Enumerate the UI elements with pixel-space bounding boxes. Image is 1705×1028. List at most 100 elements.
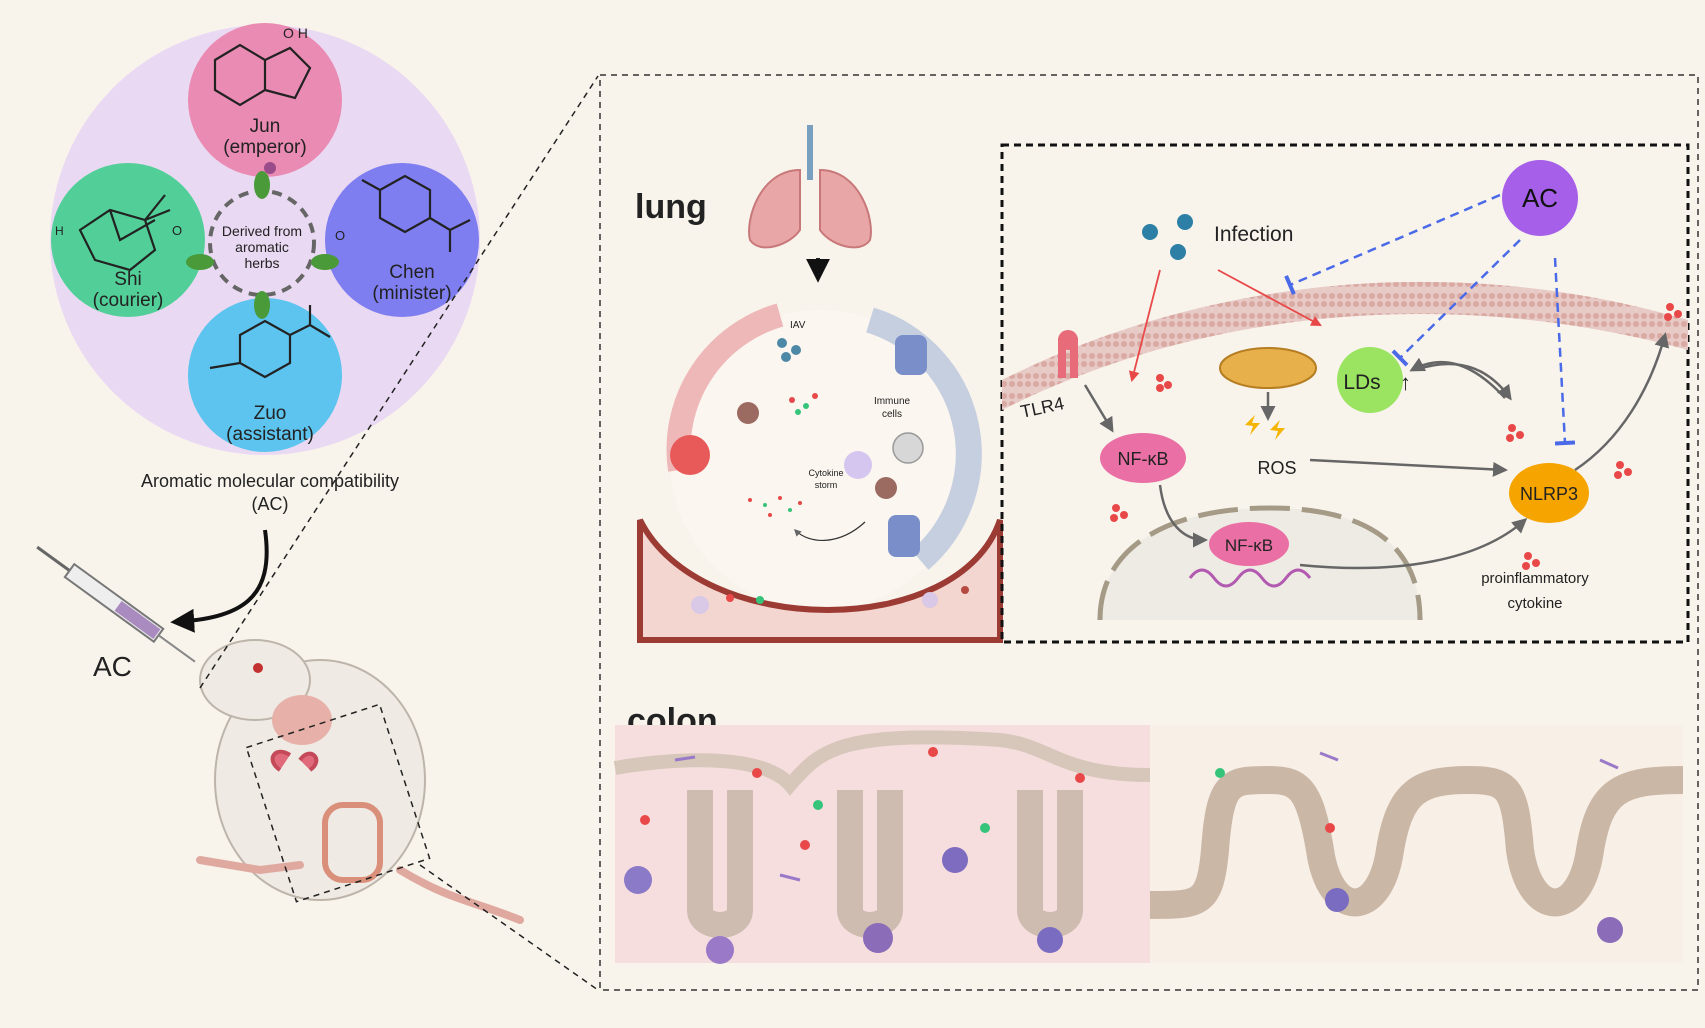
colon-cytokine-dots <box>640 747 1335 850</box>
chen-o-label: O <box>335 228 345 243</box>
lung-organ-icon <box>748 125 872 249</box>
zuo-molecule-icon <box>209 305 331 379</box>
herb-shi-name: Shi <box>114 269 141 290</box>
jun-molecule-icon <box>213 43 312 107</box>
nlrp3-lds-arrow <box>1409 357 1506 399</box>
immune-cells-label-line2: cells <box>882 409 902 420</box>
mouse-lung-icon <box>270 749 319 772</box>
capillary-vessel <box>637 518 1003 643</box>
nlrp3-secretion-arrow <box>1574 332 1670 472</box>
mouse-zoom-box <box>245 703 431 903</box>
herb-shi-role: (courier) <box>93 290 164 311</box>
epithelial-cell-icon-2 <box>888 515 920 557</box>
mitochondria-icon <box>1219 347 1317 389</box>
lds-label: LDs <box>1343 371 1380 394</box>
syringe-icon <box>36 545 196 663</box>
nfkb-nucleus-node <box>1209 522 1289 566</box>
lung-section: lung IAV Immune cells Cytokine storm <box>635 125 1003 643</box>
mouse-illustration <box>196 639 524 924</box>
infected-cell <box>670 435 710 475</box>
ac-inhibit-infection-line <box>1284 193 1501 295</box>
formula-background-circle <box>50 25 480 455</box>
herb-chen: O Chen (minister) <box>325 163 479 317</box>
nfkb-cytoplasm-node <box>1100 433 1186 483</box>
immune-cells-label-line1: Immune <box>874 396 911 407</box>
jun-oh-label: O H <box>283 25 308 41</box>
immune-cell-icon <box>892 432 924 464</box>
inflamed-crypts <box>613 730 1151 796</box>
nfkb-translocation-arrow <box>1158 484 1208 548</box>
herb-chen-circle <box>325 163 479 317</box>
zoom-line-bottom <box>419 864 599 991</box>
nfkb-cytoplasm-label: NF-κB <box>1118 449 1169 469</box>
mouse-eye <box>253 663 263 673</box>
herb-shi: O H Shi (courier) <box>51 163 205 317</box>
herb-zuo-circle <box>188 298 342 452</box>
herb-jun: O H Jun (emperor) <box>188 23 342 177</box>
formula-panel: O H Jun (emperor) O Chen (minister) O H … <box>50 23 480 633</box>
center-text-line3: herbs <box>244 255 279 271</box>
macrophage-icon <box>737 402 759 424</box>
ac-dose-label: AC <box>93 651 132 682</box>
zoom-line-top <box>199 75 599 689</box>
infection-label: Infection <box>1214 223 1293 246</box>
lds-increase-arrow: ↑ <box>1400 370 1411 395</box>
shi-h-label: H <box>55 224 64 238</box>
herb-jun-role: (emperor) <box>223 137 306 158</box>
cytokine-storm-label-line2: storm <box>815 480 838 490</box>
cytokine-dot-clusters <box>1110 303 1682 570</box>
dna-icon <box>1188 568 1312 588</box>
infection-virus-icons <box>1142 214 1193 260</box>
nfkb-to-nlrp3-arrow <box>1299 518 1528 570</box>
lung-title: lung <box>635 188 707 226</box>
nfkb-nucleus-label: NF-κB <box>1225 536 1273 555</box>
herb-sprig-icons <box>186 162 339 319</box>
ros-label: ROS <box>1257 458 1296 478</box>
ac-node-label: AC <box>1522 183 1558 213</box>
ac-inhibit-nlrp3-line <box>1553 257 1576 446</box>
ros-lightning-icon <box>1245 415 1285 440</box>
epithelial-cell-icon <box>895 335 927 375</box>
herb-chen-role: (minister) <box>372 283 451 304</box>
nlrp3-node <box>1509 463 1589 523</box>
infection-to-lds-arrow <box>1217 269 1322 327</box>
macrophage-icon-2 <box>875 477 897 499</box>
mouse-ear <box>272 695 332 745</box>
proinflammatory-label: proinflammatory <box>1481 570 1589 587</box>
formula-caption-line1: Aromatic molecular compatibility <box>141 471 399 491</box>
herb-jun-name: Jun <box>250 116 281 137</box>
blood-cells <box>691 586 969 614</box>
ac-node <box>1502 160 1578 236</box>
neutrophil-icon <box>844 451 872 479</box>
herb-chen-name: Chen <box>389 262 434 283</box>
lds-nlrp3-arrow <box>1414 362 1512 401</box>
zoom-panel-frame <box>599 74 1699 991</box>
ros-to-nlrp3-arrow <box>1309 458 1508 477</box>
colon-section: colon <box>613 702 1684 964</box>
pathway-diagram: Infection AC TLR4 NF-κB NF-κB ROS LDs ↑ … <box>1002 160 1688 621</box>
formula-to-syringe-arrow <box>170 529 269 633</box>
shi-o-label: O <box>172 223 182 238</box>
formula-caption-line2: (AC) <box>252 494 289 514</box>
lds-node <box>1337 347 1403 413</box>
herb-zuo-name: Zuo <box>254 403 287 424</box>
ac-inhibit-lds-line <box>1391 239 1521 367</box>
center-text-line2: aromatic <box>235 239 289 255</box>
tlr4-receptor-icon <box>1058 330 1078 378</box>
chen-molecule-icon <box>361 174 471 252</box>
herb-zuo: Zuo (assistant) <box>188 298 342 452</box>
mouse-tail <box>396 866 524 924</box>
inflamed-crypt-walls <box>687 790 1083 938</box>
center-text-line1: Derived from <box>222 223 302 239</box>
shi-molecule-icon <box>78 194 171 272</box>
herb-shi-circle <box>51 163 205 317</box>
mouse-colon-icon <box>322 802 383 883</box>
tlr4-to-nfkb-arrow <box>1083 384 1114 433</box>
nlrp3-label: NLRP3 <box>1520 484 1578 504</box>
bacteria-icons <box>674 751 1619 882</box>
cytokine-label: cytokine <box>1507 595 1562 612</box>
storm-dots <box>748 496 802 517</box>
herb-zuo-role: (assistant) <box>226 424 314 445</box>
iav-label: IAV <box>790 320 806 331</box>
